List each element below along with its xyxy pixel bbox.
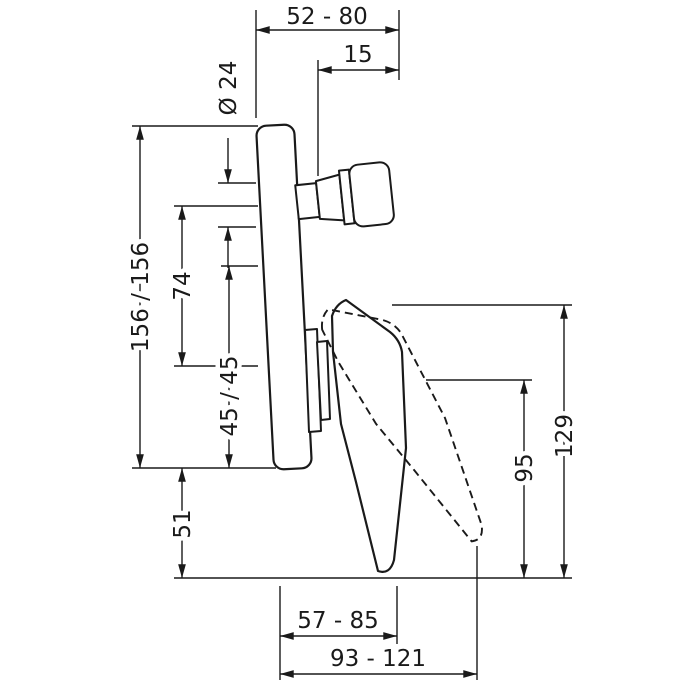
dim-label-spindle-protrusion: 15 <box>343 42 372 68</box>
dim-handle-offset <box>221 265 258 469</box>
dim-depth-bottom-outer <box>279 546 478 680</box>
dim-label-plate-to-tip: 51 <box>170 509 196 538</box>
lever-handle <box>330 298 408 573</box>
dim-label-spout-to-handle: 74 <box>170 271 196 300</box>
dim-lever-span <box>426 379 532 579</box>
dim-label-depth-bottom-outer: 93 - 121 <box>330 646 426 672</box>
dim-depth-bottom-inner <box>279 586 398 680</box>
handle-base-inner <box>316 340 331 421</box>
dim-label-handle-height: 129 <box>552 414 578 458</box>
lever-handle-alt-position <box>321 308 483 543</box>
spout-cap <box>348 161 395 228</box>
dim-label-depth-bottom-inner: 57 - 85 <box>297 608 378 634</box>
dim-spindle-diameter <box>218 138 256 268</box>
dim-plate-height <box>132 125 276 469</box>
spout-connector <box>294 161 395 228</box>
dim-spout-to-handle <box>174 205 258 367</box>
dim-spindle-protrusion <box>317 60 400 176</box>
dim-label-plate-height: 156 / 156 <box>128 242 154 352</box>
escutcheon-plate <box>255 123 313 471</box>
dim-handle-height <box>392 304 572 579</box>
dim-label-lever-span: 95 <box>512 453 538 482</box>
dim-label-depth-top: 52 - 80 <box>286 4 367 30</box>
dim-label-spindle-diameter: Ø 24 <box>216 61 242 116</box>
dim-label-handle-offset: 45 / 45 <box>217 356 243 437</box>
